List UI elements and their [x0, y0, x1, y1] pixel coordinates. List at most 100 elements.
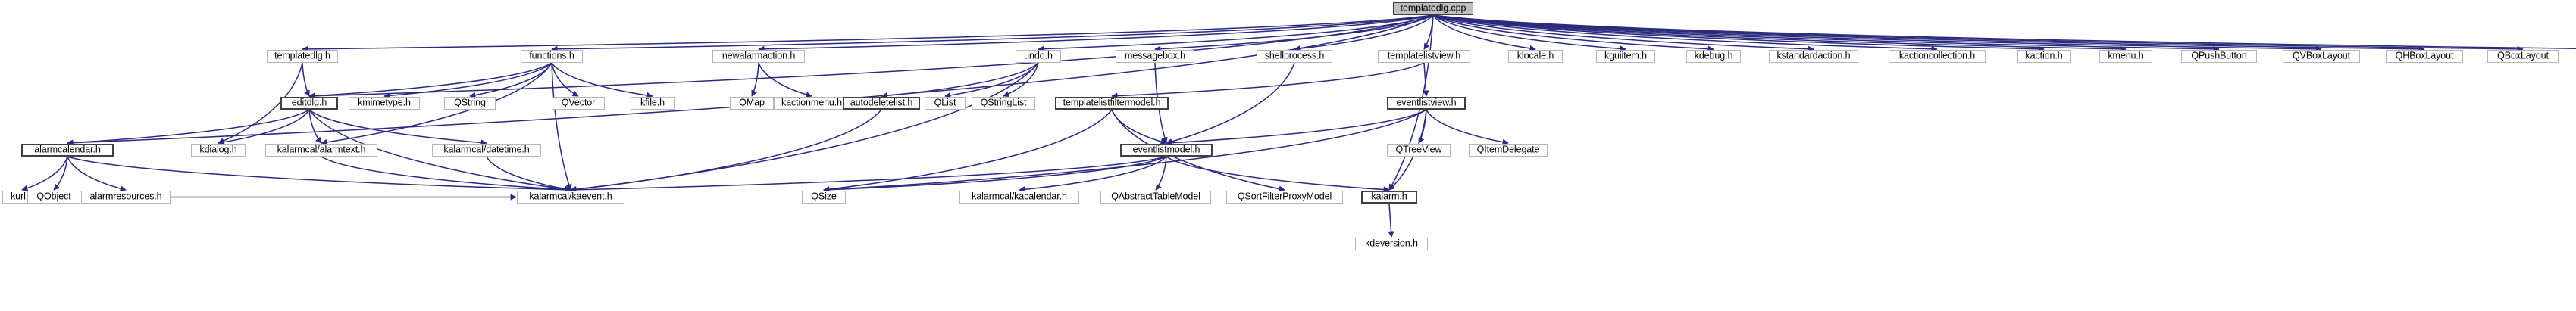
graph-edge	[1432, 14, 1536, 52]
graph-node-autodeletelist-h[interactable]: autodeletelist.h	[843, 97, 920, 110]
graph-node-functions-h[interactable]: functions.h	[521, 50, 583, 63]
graph-node-qmap[interactable]: QMap	[730, 97, 774, 110]
graph-node-kalarmcal-alarmtext-h[interactable]: kalarmcal/alarmtext.h	[265, 144, 377, 157]
graph-node-templatedlg-cpp[interactable]: templatedlg.cpp	[1393, 2, 1473, 15]
graph-node-label: QTreeView	[1395, 144, 1442, 155]
graph-node-label: QAbstractTableModel	[1111, 191, 1200, 202]
graph-edge	[551, 62, 653, 99]
graph-edge	[758, 14, 1434, 52]
graph-node-label: kfile.h	[640, 97, 665, 108]
graph-node-label: QHBoxLayout	[2395, 50, 2454, 61]
graph-node-alarmresources-h[interactable]: alarmresources.h	[81, 191, 171, 204]
graph-edge	[302, 14, 1434, 53]
graph-node-kdebug-h[interactable]: kdebug.h	[1686, 50, 1741, 63]
graph-node-qvboxlayout[interactable]: QVBoxLayout	[2283, 50, 2360, 63]
graph-node-qboxlayout[interactable]: QBoxLayout	[2487, 50, 2559, 63]
graph-node-qsortfilterproxymodel[interactable]: QSortFilterProxyModel	[1226, 191, 1343, 204]
graph-edge	[1432, 14, 2220, 52]
graph-node-qvector[interactable]: QVector	[552, 97, 605, 110]
graph-node-alarmcalendar-h[interactable]: alarmcalendar.h	[21, 144, 114, 157]
graph-node-klocale-h[interactable]: klocale.h	[1508, 50, 1563, 63]
graph-node-eventlistview-h[interactable]: eventlistview.h	[1387, 97, 1466, 110]
graph-node-label: undo.h	[1024, 50, 1053, 61]
graph-edge	[53, 156, 68, 191]
graph-node-editdlg-h[interactable]: editdlg.h	[280, 97, 338, 110]
graph-node-kdialog-h[interactable]: kdialog.h	[191, 144, 246, 157]
graph-node-newalarmaction-h[interactable]: newalarmaction.h	[712, 50, 805, 63]
graph-node-label: klocale.h	[1516, 50, 1554, 61]
graph-node-qtreeview[interactable]: QTreeView	[1387, 144, 1451, 157]
graph-node-label: kactioncollection.h	[1898, 50, 1976, 61]
graph-edge	[469, 62, 552, 98]
graph-node-qstringlist[interactable]: QStringList	[972, 97, 1035, 110]
graph-edge	[67, 109, 310, 146]
graph-node-kstandardaction-h[interactable]: kstandardaction.h	[1769, 50, 1858, 63]
graph-node-messagebox-h[interactable]: messagebox.h	[1116, 50, 1194, 63]
graph-edge	[1426, 109, 1509, 145]
graph-node-templatelistview-h[interactable]: templatelistview.h	[1378, 50, 1470, 63]
graph-edge	[1166, 156, 1390, 193]
graph-edge	[1432, 14, 2425, 53]
graph-node-undo-h[interactable]: undo.h	[1016, 50, 1061, 63]
graph-edge	[1155, 156, 1167, 191]
graph-node-shellprocess-h[interactable]: shellprocess.h	[1257, 50, 1332, 63]
graph-node-kmimetype-h[interactable]: kmimetype.h	[349, 97, 420, 110]
graph-edge	[1111, 109, 1167, 145]
graph-edge	[486, 156, 571, 192]
graph-edge	[1432, 14, 2576, 49]
graph-node-qitemdelegate[interactable]: QItemDelegate	[1469, 144, 1548, 157]
graph-node-eventlistmodel-h[interactable]: eventlistmodel.h	[1120, 144, 1213, 157]
graph-edge	[383, 62, 552, 99]
graph-node-label: QPushButton	[2191, 50, 2247, 61]
graph-node-label: eventlistview.h	[1396, 97, 1457, 108]
graph-node-kfile-h[interactable]: kfile.h	[631, 97, 675, 110]
graph-node-label: kalarm.h	[1371, 191, 1407, 202]
graph-node-qlist[interactable]: QList	[925, 97, 966, 110]
graph-node-label: kactionmenu.h	[781, 97, 842, 108]
graph-edge	[1423, 62, 1429, 97]
graph-node-label: QVBoxLayout	[2292, 50, 2351, 61]
graph-node-kmenu-h[interactable]: kmenu.h	[2099, 50, 2152, 63]
graph-node-templatedlg-h[interactable]: templatedlg.h	[267, 50, 338, 63]
graph-node-label: kmenu.h	[2108, 50, 2144, 61]
graph-node-qabstracttablemodel[interactable]: QAbstractTableModel	[1100, 191, 1211, 204]
graph-node-label: QMap	[739, 97, 765, 108]
graph-edge	[1432, 14, 2524, 53]
graph-node-label: kalarmcal/kaevent.h	[529, 191, 612, 202]
graph-edge	[758, 62, 812, 98]
graph-node-qobject[interactable]: QObject	[27, 191, 80, 204]
graph-node-kguiitem-h[interactable]: kguiitem.h	[1596, 50, 1655, 63]
graph-edge	[308, 109, 487, 146]
graph-node-qstring[interactable]: QString	[444, 97, 496, 110]
graph-node-label: eventlistmodel.h	[1132, 144, 1200, 155]
graph-node-kalarmcal-kaevent-h[interactable]: kalarmcal/kaevent.h	[517, 191, 624, 204]
graph-edge	[67, 156, 127, 192]
graph-node-label: autodeletelist.h	[850, 97, 913, 108]
graph-node-kalarm-h[interactable]: kalarm.h	[1361, 191, 1417, 204]
graph-edge	[1423, 14, 1434, 50]
graph-node-kalarmcal-datetime-h[interactable]: kalarmcal/datetime.h	[432, 144, 541, 157]
graph-node-label: alarmcalendar.h	[34, 144, 101, 155]
graph-node-qpushbutton[interactable]: QPushButton	[2181, 50, 2257, 63]
graph-node-qsize[interactable]: QSize	[802, 191, 846, 204]
graph-node-label: kaction.h	[2025, 50, 2063, 61]
graph-node-templatelistfiltermodel-h[interactable]: templatelistfiltermodel.h	[1055, 97, 1169, 110]
graph-node-label: templatelistfiltermodel.h	[1063, 97, 1161, 108]
graph-edge	[302, 62, 310, 97]
graph-node-label: QStringList	[980, 97, 1027, 108]
graph-node-qhboxlayout[interactable]: QHBoxLayout	[2386, 50, 2463, 63]
graph-node-kaction-h[interactable]: kaction.h	[2017, 50, 2071, 63]
graph-edge	[1388, 203, 1394, 238]
graph-edge	[551, 14, 1434, 53]
graph-node-kactionmenu-h[interactable]: kactionmenu.h	[774, 97, 850, 110]
graph-node-label: kstandardaction.h	[1776, 50, 1851, 61]
graph-node-kactioncollection-h[interactable]: kactioncollection.h	[1889, 50, 1986, 63]
graph-node-label: QItemDelegate	[1476, 144, 1540, 155]
graph-edge	[1166, 62, 1295, 145]
graph-edge	[823, 156, 1167, 193]
graph-node-kalarmcal-kacalendar-h[interactable]: kalarmcal/kacalendar.h	[959, 191, 1079, 204]
graph-node-label: kguiitem.h	[1604, 50, 1647, 61]
graph-node-kdeversion-h[interactable]: kdeversion.h	[1355, 238, 1428, 250]
graph-node-label: templatedlg.cpp	[1400, 2, 1466, 14]
graph-edge	[1432, 14, 1938, 52]
